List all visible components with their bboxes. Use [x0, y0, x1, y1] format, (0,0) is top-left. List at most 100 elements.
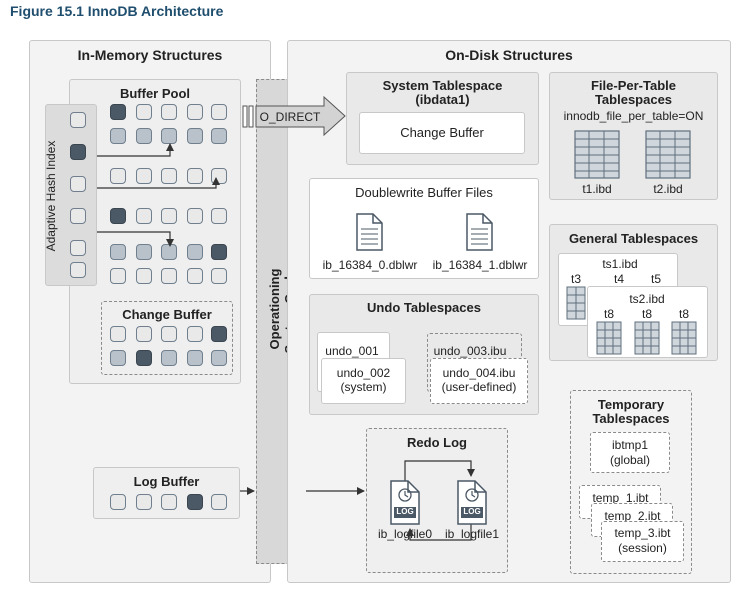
temp-3-box: [601, 521, 684, 562]
hash-index-cell: [70, 208, 86, 224]
system-change-buffer-label: Change Buffer: [400, 125, 484, 140]
buffer-pool-cell: [161, 168, 177, 184]
bp-link-1: [97, 143, 174, 157]
bp-link-2: [97, 177, 220, 189]
ts2-table-icons: [596, 321, 697, 355]
redo-log-title: Redo Log: [407, 435, 467, 450]
change-buffer-cell: [211, 350, 227, 366]
undo-user-defined-label: (user-defined): [441, 380, 517, 394]
buffer-pool-cell: [110, 244, 126, 260]
ibtmp1-global-label: (global): [609, 453, 651, 467]
temp-3-label: temp_3.ibt: [614, 526, 671, 540]
ts2-table-1: t8: [603, 307, 614, 321]
buffer-pool-cell: [211, 268, 227, 284]
log-file-icon-0: [390, 480, 420, 525]
log-buffer-cell: [211, 494, 227, 510]
undo-003-label: undo_003.ibu: [433, 344, 507, 358]
change-buffer-cell: [110, 350, 126, 366]
undo-title: Undo Tablespaces: [367, 300, 481, 315]
buffer-pool-cell: [187, 268, 203, 284]
log-buffer-title: Log Buffer: [133, 474, 200, 489]
buffer-pool-cell: [136, 208, 152, 224]
o-direct-arrow: [242, 95, 346, 137]
log-icon-text-0: LOG: [396, 507, 414, 516]
log-buffer: Log Buffer: [93, 467, 240, 519]
ts2-table-2: t8: [641, 307, 652, 321]
buffer-pool-cell: [187, 244, 203, 260]
log-icon-text-1: LOG: [463, 507, 481, 516]
buffer-pool-cell: [110, 128, 126, 144]
change-buffer-cell: [161, 326, 177, 342]
change-buffer-cell: [161, 350, 177, 366]
doublewrite-title: Doublewrite Buffer Files: [355, 185, 493, 200]
change-buffer-cell: [136, 350, 152, 366]
redo-loop-top: [404, 460, 475, 481]
undo-002-box: [321, 358, 406, 404]
fpt-setting: innodb_file_per_table=ON: [563, 109, 704, 123]
buffer-pool-title: Buffer Pool: [119, 86, 191, 101]
buffer-pool-cell: [136, 268, 152, 284]
undo-004-box: [430, 358, 528, 404]
fpt-file-t2: t2.ibd: [653, 182, 683, 196]
ts1-table-t5: t5: [650, 272, 661, 286]
fpt-title1: File-Per-Table: [590, 78, 676, 93]
change-buffer-cell: [187, 350, 203, 366]
undo-004-label: undo_004.ibu: [442, 366, 516, 380]
document-icon-dblwr0: [356, 213, 383, 251]
hash-index-cell: [70, 262, 86, 278]
buffer-pool-cell: [211, 244, 227, 260]
buffer-pool-cell: [110, 268, 126, 284]
ts1-table-icon: [566, 286, 586, 320]
buffer-pool-cell: [187, 168, 203, 184]
hash-index-cell: [70, 176, 86, 192]
ts1-label: ts1.ibd: [602, 257, 638, 271]
buffer-pool-cell: [136, 168, 152, 184]
dblwr-file-1: ib_16384_1.dblwr: [432, 258, 528, 272]
buffer-pool-cell: [136, 244, 152, 260]
system-tablespace-title2: (ibdata1): [415, 92, 470, 107]
hash-index-cell: [70, 240, 86, 256]
buffer-pool-cell: [187, 128, 203, 144]
adaptive-hash-index: Adaptive Hash Index: [44, 104, 97, 286]
hash-index-cell: [70, 144, 86, 160]
buffer-pool-cell: [136, 104, 152, 120]
figure-title: Figure 15.1 InnoDB Architecture: [10, 3, 224, 19]
o-direct-label: O_DIRECT: [259, 110, 321, 124]
fpt-title2: Tablespaces: [594, 92, 673, 107]
ts2-label: ts2.ibd: [629, 292, 665, 306]
ts1-table-t3: t3: [570, 272, 581, 286]
buffer-pool-cell: [187, 104, 203, 120]
fpt-file-t1: t1.ibd: [582, 182, 612, 196]
temp-1-label: temp_1.ibt: [592, 491, 649, 505]
system-change-buffer: Change Buffer: [359, 112, 525, 154]
buffer-pool-cell: [161, 208, 177, 224]
log-buffer-cell: [110, 494, 126, 510]
ibtmp1-box: [590, 432, 670, 473]
undo-002-label: undo_002: [336, 366, 391, 380]
buffer-pool-cell: [161, 268, 177, 284]
log-buffer-cell: [136, 494, 152, 510]
buffer-pool-cell: [187, 208, 203, 224]
temp-session-label: (session): [618, 541, 667, 555]
in-memory-title: In-Memory Structures: [77, 47, 223, 63]
buffer-pool-cell: [211, 208, 227, 224]
temp-title2: Tablespaces: [592, 411, 670, 426]
redo-file-1: ib_logfile1: [444, 527, 500, 541]
buffer-pool-cell: [110, 168, 126, 184]
undo-system-label: (system): [340, 380, 387, 394]
hash-index-cell: [70, 112, 86, 128]
bp-link-3: [97, 231, 174, 247]
redo-loop-bottom: [406, 521, 472, 541]
dblwr-file-0: ib_16384_0.dblwr: [322, 258, 418, 272]
buffer-pool-cell: [110, 208, 126, 224]
buffer-pool-cell: [161, 104, 177, 120]
undo-001-label: undo_001: [325, 344, 379, 358]
memory-change-buffer-title: Change Buffer: [122, 307, 212, 322]
system-tablespace-title1: System Tablespace: [382, 78, 503, 93]
ibtmp1-label: ibtmp1: [611, 438, 649, 452]
buffer-pool-cell: [211, 104, 227, 120]
on-disk-title: On-Disk Structures: [445, 47, 573, 63]
log-buffer-cell: [161, 494, 177, 510]
doublewrite-buffer-files: Doublewrite Buffer Files: [309, 178, 539, 279]
temp-title1: Temporary: [597, 397, 665, 412]
